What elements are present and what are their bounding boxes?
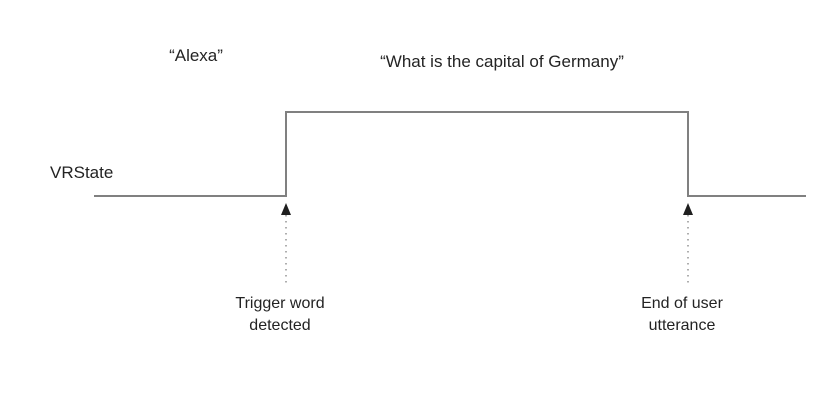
- up-arrow-icon: [281, 203, 291, 215]
- event-label-end-line2: utterance: [648, 317, 716, 334]
- event-marker-trigger: [281, 203, 291, 286]
- event-label-trigger-line2: detected: [249, 317, 311, 334]
- event-label-trigger-line1: Trigger word: [235, 295, 325, 312]
- caption-user-query: “What is the capital of Germany”: [380, 52, 624, 71]
- event-label-trigger: Trigger word detected: [180, 293, 380, 337]
- signal-name-label: VRState: [50, 163, 114, 182]
- event-marker-end: [683, 203, 693, 286]
- up-arrow-icon: [683, 203, 693, 215]
- caption-trigger-word: “Alexa”: [169, 46, 223, 65]
- event-label-end-line1: End of user: [641, 295, 723, 312]
- vrstate-signal-trace: [94, 111, 806, 197]
- event-label-end: End of user utterance: [582, 293, 782, 337]
